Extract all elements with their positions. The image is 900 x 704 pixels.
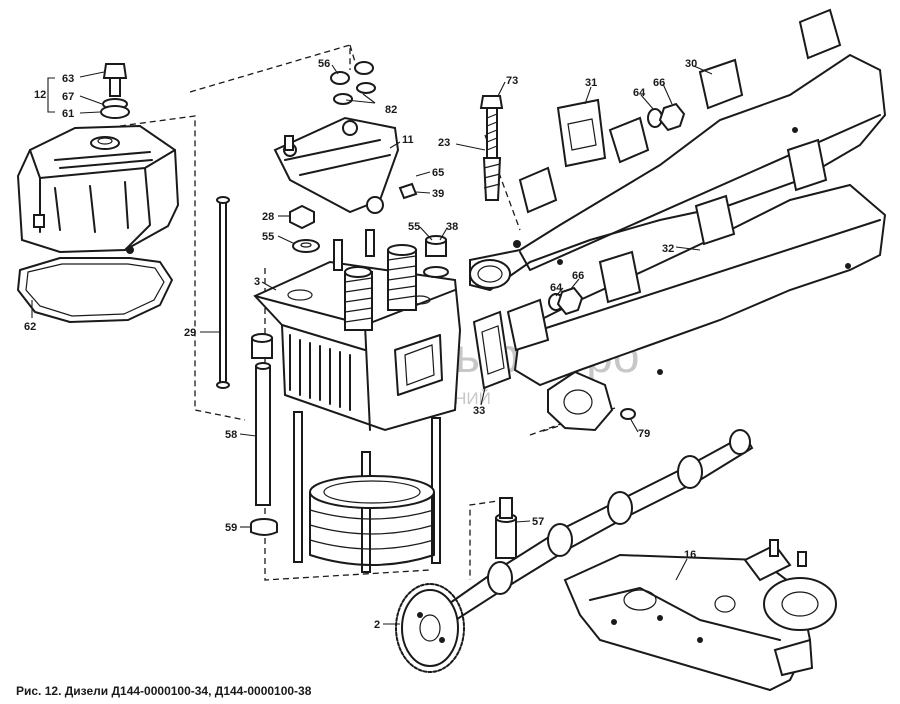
callout-59: 59 [225, 522, 237, 534]
callout-12: 12 [34, 89, 46, 101]
callout-55-left: 55 [262, 231, 274, 243]
washer-nut-lower [548, 286, 584, 316]
callout-3: 3 [254, 276, 260, 288]
bolt-63 [100, 63, 130, 119]
callout-65: 65 [432, 167, 444, 179]
callout-55-right: 55 [408, 221, 420, 233]
fuel-pump-drive [743, 539, 837, 677]
callout-39: 39 [432, 188, 444, 200]
nut-28 [289, 204, 315, 230]
tappet-57 [495, 497, 517, 559]
callout-32: 32 [662, 243, 674, 255]
figure-caption: Рис. 12. Дизели Д144-0000100-34, Д144-00… [16, 684, 312, 698]
callout-33: 33 [473, 405, 485, 417]
callout-64-upper: 64 [633, 87, 646, 99]
callout-63: 63 [62, 73, 74, 85]
seal-59 [250, 518, 278, 536]
callout-23: 23 [438, 137, 450, 149]
callout-labels: 12 63 67 61 62 56 82 11 65 39 28 55 55 3… [24, 58, 697, 631]
washer-nut-upper [647, 102, 686, 132]
callout-79: 79 [638, 428, 650, 440]
callout-62: 62 [24, 321, 36, 333]
callout-64-lower: 64 [550, 282, 563, 294]
intake-manifold-30 [469, 8, 887, 292]
gasket-33 [472, 310, 512, 390]
cylinder-liner [309, 475, 435, 566]
callout-73: 73 [506, 75, 518, 87]
callout-16: 16 [684, 549, 696, 561]
callout-29: 29 [184, 327, 196, 339]
callout-11: 11 [402, 134, 414, 146]
washer-55b [423, 266, 449, 278]
nuts-56-82 [330, 61, 376, 105]
callout-2: 2 [374, 619, 380, 631]
push-rod-29 [216, 196, 230, 389]
bracket-16 [563, 553, 812, 692]
valve-cover [16, 124, 180, 254]
gasket-31 [556, 98, 607, 168]
callout-66-lower: 66 [572, 270, 584, 282]
washer-55a [292, 239, 320, 253]
cam-gear-2 [395, 583, 465, 673]
studs [293, 411, 441, 573]
gasket-62 [17, 257, 173, 323]
callout-82: 82 [385, 104, 397, 116]
callout-58: 58 [225, 429, 237, 441]
cap-38 [425, 235, 447, 257]
callout-66-upper: 66 [653, 77, 665, 89]
callout-31: 31 [585, 77, 597, 89]
callout-56: 56 [318, 58, 330, 70]
callout-38: 38 [446, 221, 458, 233]
injector-23 [479, 95, 504, 201]
rocker-assembly-11 [273, 116, 418, 214]
callout-57: 57 [532, 516, 544, 528]
exhaust-flange [547, 370, 636, 432]
callout-30: 30 [685, 58, 697, 70]
exhaust-manifold-32 [506, 138, 887, 387]
callout-67: 67 [62, 91, 74, 103]
callout-28: 28 [262, 211, 274, 223]
leader-lines [31, 64, 713, 625]
tube-58 [251, 333, 273, 506]
camshaft [438, 429, 754, 627]
callout-61: 61 [62, 108, 74, 120]
valve-springs [333, 229, 417, 331]
